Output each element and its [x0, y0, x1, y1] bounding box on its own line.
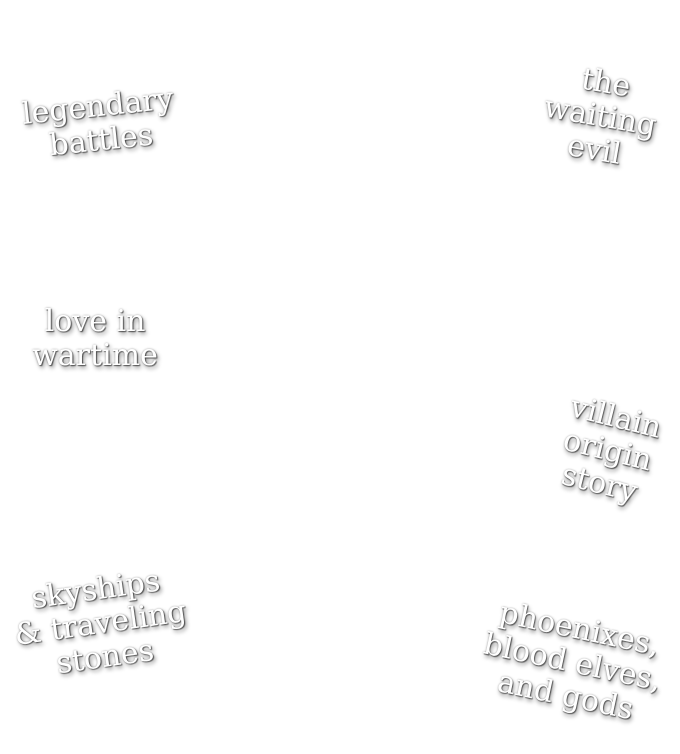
phrase-phoenixes-blood-elves-gods: phoenixes, blood elves, and gods: [462, 592, 680, 734]
phrase-line: wartime: [32, 338, 158, 373]
phrase-line: love in: [44, 304, 146, 339]
phrase-legendary-battles: legendary battles: [9, 81, 190, 167]
phrase-love-in-wartime: love in wartime: [20, 305, 170, 373]
phrase-the-waiting-evil: the waiting evil: [527, 55, 673, 178]
phrase-skyships-traveling-stones: skyships & traveling stones: [2, 561, 199, 688]
phrase-villain-origin-story: villain origin story: [535, 386, 680, 515]
